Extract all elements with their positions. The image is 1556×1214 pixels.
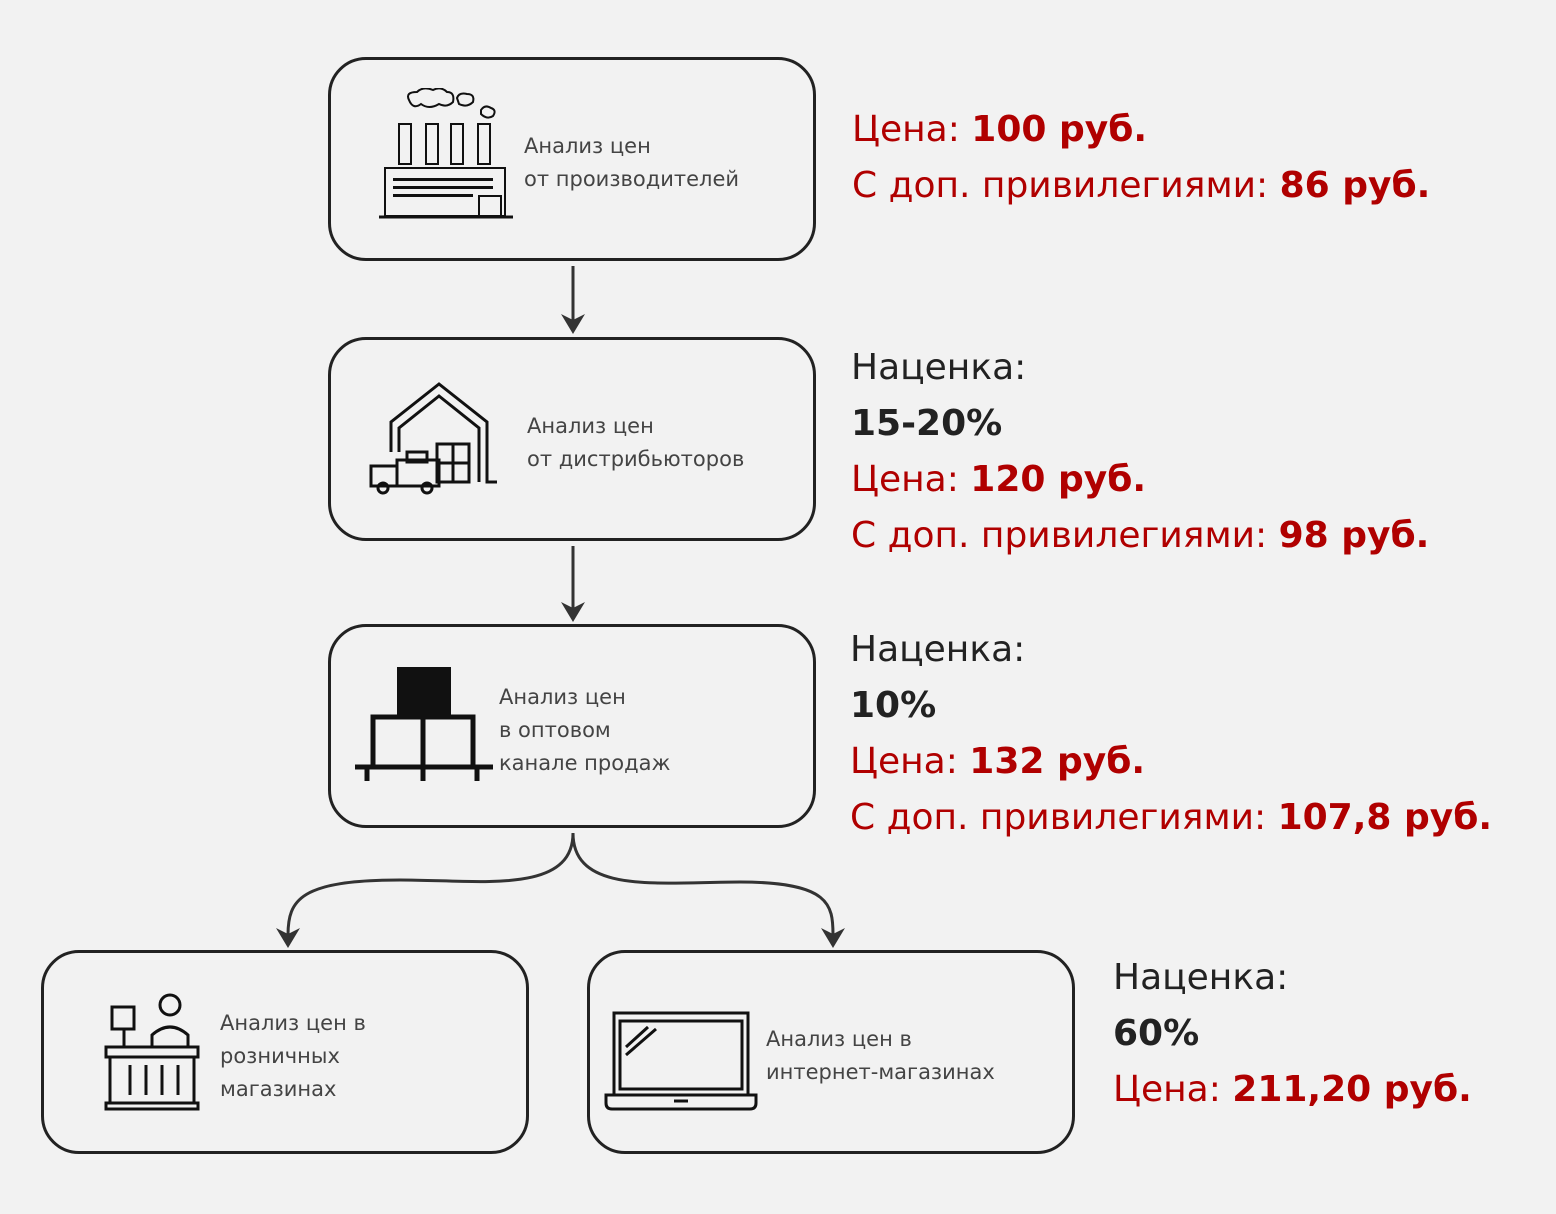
privilege-value: 98 руб.	[1278, 515, 1430, 556]
price-label: Цена:	[852, 109, 972, 150]
node-label-line: от производителей	[524, 167, 740, 191]
markup-label: Наценка:	[1113, 957, 1289, 998]
markup-label: Наценка:	[851, 347, 1027, 388]
node-label-line: розничных	[220, 1044, 340, 1068]
markup-value: 15-20%	[851, 403, 1003, 444]
price-label: Цена:	[851, 459, 971, 500]
node-label-line: в оптовом	[499, 718, 611, 742]
privilege-label: С доп. привилегиями:	[851, 515, 1279, 556]
node-distributors: Анализ цен от дистрибьюторов	[328, 337, 816, 541]
cashier-icon	[104, 993, 200, 1111]
annotation-online: Наценка: 60% Цена: 211,20 руб.	[1113, 950, 1472, 1118]
markup-value: 10%	[850, 685, 937, 726]
node-label-line: Анализ цен в	[766, 1027, 912, 1051]
annotation-distributors: Наценка: 15-20% Цена: 120 руб. С доп. пр…	[851, 340, 1429, 564]
annotation-wholesale: Наценка: 10% Цена: 132 руб. С доп. приви…	[850, 622, 1492, 846]
price-label: Цена:	[850, 741, 970, 782]
price-label: Цена:	[1113, 1069, 1233, 1110]
factory-icon	[379, 88, 513, 219]
node-label-line: интернет-магазинах	[766, 1060, 995, 1084]
price-value: 132 руб.	[969, 741, 1146, 782]
node-online: Анализ цен в интернет-магазинах	[587, 950, 1075, 1154]
arrow-wholesale-to-retail	[286, 832, 575, 936]
node-retail: Анализ цен в розничных магазинах	[41, 950, 529, 1154]
markup-value: 60%	[1113, 1013, 1200, 1054]
node-label-line: Анализ цен	[527, 414, 654, 438]
privilege-label: С доп. привилегиями:	[850, 797, 1278, 838]
annotation-manufacturers: Цена: 100 руб. С доп. привилегиями: 86 р…	[852, 102, 1430, 214]
laptop-icon	[604, 1011, 758, 1111]
node-wholesale: Анализ цен в оптовом канале продаж	[328, 624, 816, 828]
markup-label: Наценка:	[850, 629, 1026, 670]
privilege-value: 107,8 руб.	[1277, 797, 1493, 838]
node-manufacturers: Анализ цен от производителей	[328, 57, 816, 261]
warehouse-truck-icon	[369, 382, 497, 495]
privilege-value: 86 руб.	[1279, 165, 1431, 206]
node-label-line: канале продаж	[499, 751, 671, 775]
node-label-line: Анализ цен	[499, 685, 626, 709]
node-label-line: Анализ цен в	[220, 1011, 366, 1035]
price-value: 100 руб.	[971, 109, 1148, 150]
price-value: 120 руб.	[970, 459, 1147, 500]
node-label-line: от дистрибьюторов	[527, 447, 745, 471]
price-value: 211,20 руб.	[1232, 1069, 1472, 1110]
privilege-label: С доп. привилегиями:	[852, 165, 1280, 206]
node-label-line: магазинах	[220, 1077, 337, 1101]
node-label-line: Анализ цен	[524, 134, 651, 158]
arrow-wholesale-to-online	[571, 832, 835, 936]
pallet-boxes-icon	[355, 667, 493, 781]
